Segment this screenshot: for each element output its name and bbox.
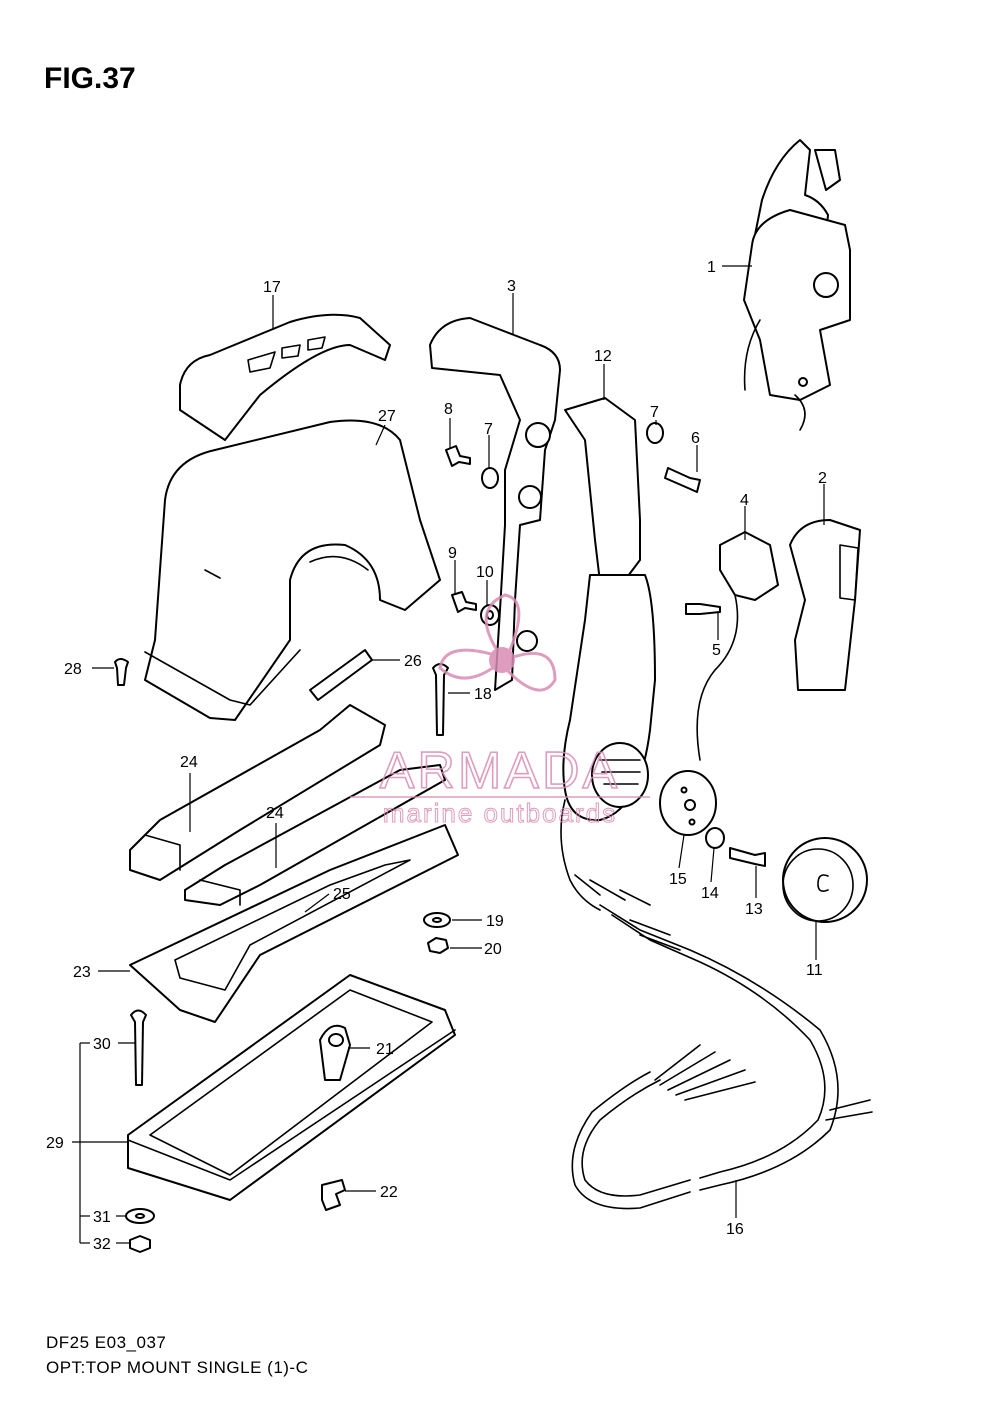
part-6-screw [664, 467, 701, 493]
callout-3: 3 [507, 278, 516, 295]
part-12-control-housing [560, 397, 656, 911]
callout-7-left: 7 [484, 421, 493, 438]
part-8-bolt [445, 445, 471, 467]
part-21-cable-clamp [319, 1024, 351, 1081]
callout-24-upper: 24 [180, 754, 198, 771]
callout-15: 15 [669, 871, 687, 888]
callout-30: 30 [93, 1036, 111, 1053]
part-19-washer [423, 912, 451, 928]
watermark-brand: ARMADA [380, 742, 620, 800]
callout-28: 28 [64, 661, 82, 678]
part-5-screw [685, 603, 721, 615]
callout-31: 31 [93, 1209, 111, 1226]
part-9-bolt [451, 591, 477, 613]
callout-14: 14 [701, 885, 719, 902]
callout-6: 6 [691, 430, 700, 447]
part-4-neutral-switch [696, 531, 779, 761]
callout-29: 29 [46, 1135, 64, 1152]
callout-7-right: 7 [650, 404, 659, 421]
part-7-washer-left [481, 467, 499, 489]
part-16-wiring-harness [571, 874, 873, 1210]
callout-1: 1 [707, 259, 716, 276]
part-27-housing-cover [144, 419, 441, 721]
part-11-knob-cover [782, 837, 868, 923]
part-30-long-bolt [130, 1009, 147, 1086]
part-20-nut [427, 937, 449, 954]
part-14-washer [705, 827, 725, 849]
part-28-screw [114, 658, 129, 686]
model-code: DF25 E03_037 [46, 1333, 167, 1352]
part-31-washer [125, 1208, 155, 1224]
callout-4: 4 [740, 492, 749, 509]
callout-19: 19 [486, 913, 504, 930]
figure-title: FIG.37 [44, 62, 136, 95]
callout-2: 2 [818, 470, 827, 487]
part-3-throttle-lever [429, 317, 561, 691]
part-22-clip [321, 1179, 346, 1211]
part-32-nut [129, 1235, 151, 1253]
figure-description: OPT:TOP MOUNT SINGLE (1)-C [46, 1358, 309, 1377]
watermark: ARMADA marine outboards [350, 593, 650, 829]
callout-13: 13 [745, 901, 763, 918]
callout-27: 27 [378, 408, 396, 425]
callout-24-lower: 24 [266, 805, 284, 822]
callout-8: 8 [444, 401, 453, 418]
callout-25: 25 [333, 886, 351, 903]
part-24-bracket-lower [184, 764, 446, 906]
leader-lines [72, 265, 825, 1244]
part-26-gasket-strip [309, 649, 373, 701]
part-15-plate [659, 770, 717, 836]
callout-16: 16 [726, 1221, 744, 1238]
part-24-bracket-upper [129, 704, 386, 881]
callout-22: 22 [380, 1184, 398, 1201]
part-18-long-screw [432, 663, 449, 736]
callout-11: 11 [806, 962, 823, 979]
part-17-top-cover [179, 313, 391, 441]
part-7-washer-right [646, 422, 664, 444]
part-23-gasket-frame [129, 824, 459, 1023]
callout-21: 21 [376, 1041, 394, 1058]
part-29-base-tray [127, 974, 456, 1201]
callout-32: 32 [93, 1236, 111, 1253]
callout-10: 10 [476, 564, 494, 581]
callout-17: 17 [263, 279, 281, 296]
callout-12: 12 [594, 348, 612, 365]
propeller-icon [438, 593, 557, 692]
callout-23: 23 [73, 964, 91, 981]
callout-20: 20 [484, 941, 502, 958]
callout-labels: 1 2 3 4 5 6 7 7 8 9 10 11 12 13 14 15 16… [46, 259, 827, 1253]
part-1-remote-control-assembly [743, 139, 851, 431]
part-13-screw [729, 847, 766, 867]
callout-9: 9 [448, 545, 457, 562]
callout-5: 5 [712, 642, 721, 659]
part-2-handle-grip [789, 519, 861, 691]
watermark-tagline: marine outboards [383, 798, 617, 828]
callout-26: 26 [404, 653, 422, 670]
callout-18: 18 [474, 686, 492, 703]
